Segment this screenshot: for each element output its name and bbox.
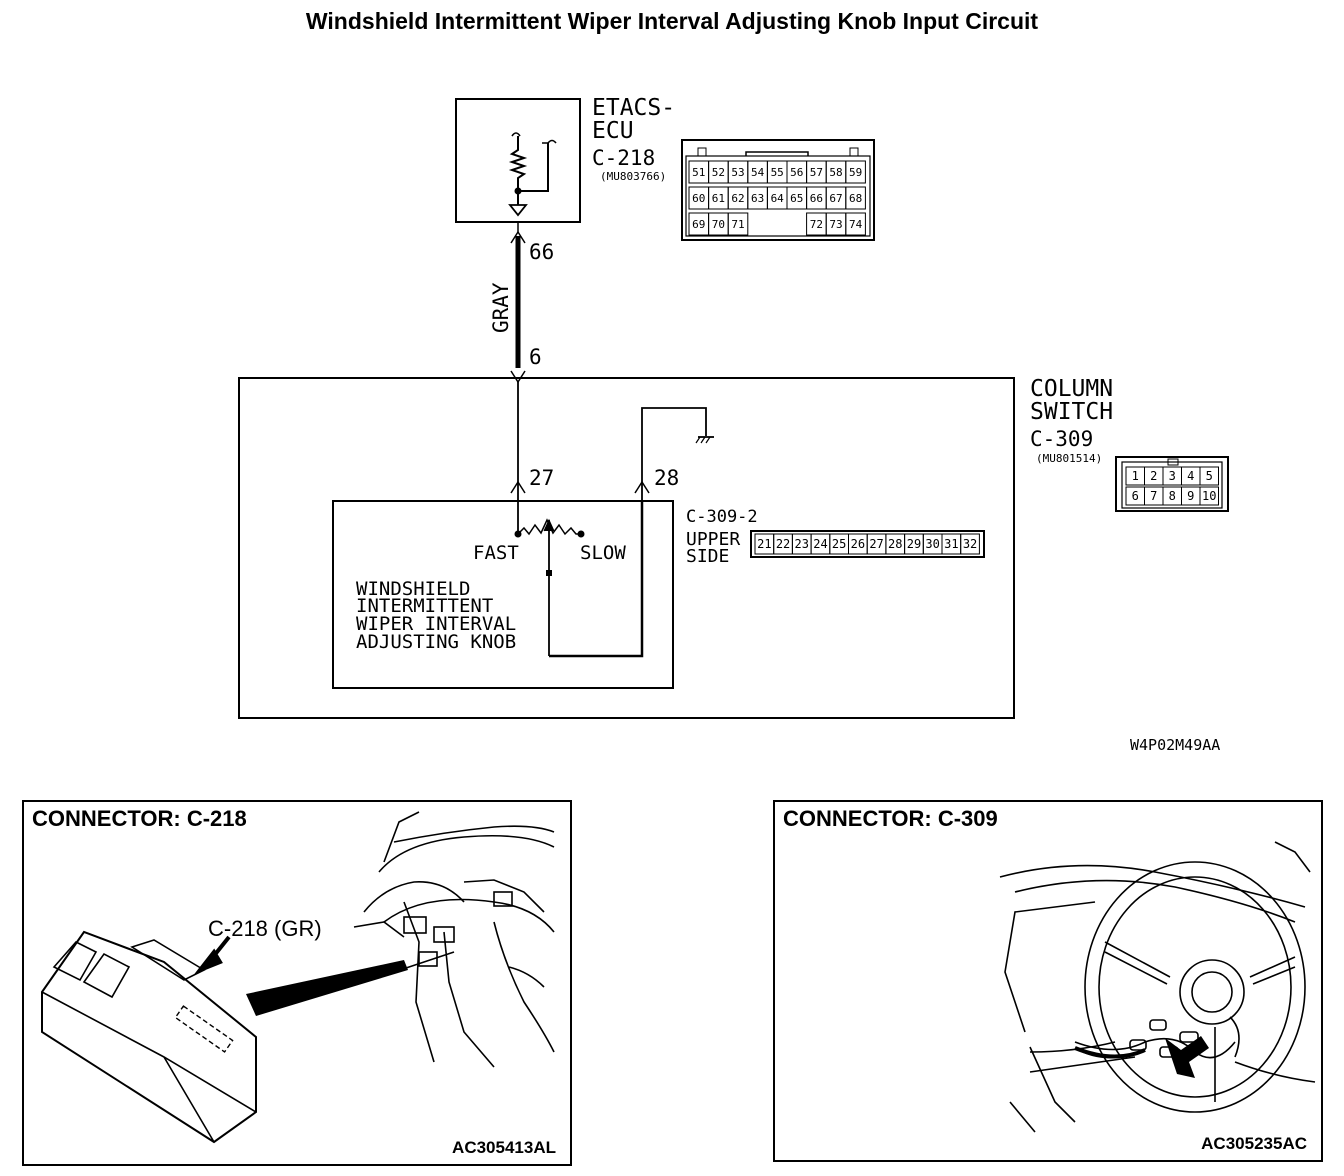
- ecu-part-number: (MU803766): [600, 170, 666, 183]
- c218-pin: 74: [849, 218, 863, 231]
- c309-pin: 9: [1187, 489, 1194, 503]
- wire-color-label: GRAY: [489, 282, 513, 333]
- c309-pin: 1: [1132, 469, 1139, 483]
- panel-code-c309: AC305235AC: [1201, 1134, 1307, 1153]
- c309-2-pin: 24: [813, 537, 827, 551]
- column-switch-name-line1: COLUMN: [1030, 376, 1113, 402]
- c218-pin: 57: [810, 166, 823, 179]
- c309-2-pin: 32: [963, 537, 977, 551]
- sub-connector-name: C-309-2: [686, 507, 758, 527]
- c218-pin: 62: [731, 192, 744, 205]
- c218-pin: 64: [771, 192, 785, 205]
- c218-pin-cell: [845, 160, 866, 184]
- wire-ecu-pin: 66: [529, 240, 554, 264]
- c218-pin: 72: [810, 218, 823, 231]
- c309-2-pin: 23: [795, 537, 809, 551]
- connector-panel-c309: CONNECTOR: C-309 AC3: [773, 800, 1323, 1162]
- c309-2-pin: 28: [888, 537, 902, 551]
- switch-pin-b: 28: [654, 466, 679, 490]
- c218-pin: 59: [849, 166, 862, 179]
- c309-2-pin: 29: [907, 537, 921, 551]
- c309-location-illustration: [999, 841, 1316, 1133]
- c218-pin: 54: [751, 166, 765, 179]
- c309-pin-cell: [1199, 486, 1219, 506]
- c218-pin: 58: [829, 166, 842, 179]
- knob-fast-label: FAST: [473, 542, 519, 564]
- c309-pin-cell: [1199, 466, 1219, 486]
- etacs-ecu-box: [455, 98, 581, 223]
- c218-callout-label: C-218 (GR): [208, 916, 322, 941]
- sub-connector-side-line1: UPPER: [686, 529, 740, 550]
- c309-pin: 4: [1187, 469, 1194, 483]
- c218-pin: 65: [790, 192, 803, 205]
- sub-connector-side-line2: SIDE: [686, 546, 729, 567]
- c218-pin: 53: [731, 166, 744, 179]
- ecu-name-line1: ETACS-: [592, 95, 675, 121]
- c309-2-pin: 30: [925, 537, 939, 551]
- c309-pin: 6: [1132, 489, 1139, 503]
- panel-title-c218: CONNECTOR: C-218: [32, 806, 247, 831]
- knob-box: [332, 500, 674, 689]
- c218-pin: 55: [771, 166, 784, 179]
- c309-2-pin: 26: [851, 537, 865, 551]
- c309-pin: 10: [1202, 489, 1216, 503]
- knob-name-line4: ADJUSTING KNOB: [356, 631, 516, 653]
- c218-pin: 71: [731, 218, 744, 231]
- c218-pin: 60: [692, 192, 705, 205]
- page-title: Windshield Intermittent Wiper Interval A…: [305, 8, 1039, 34]
- c218-pin: 66: [810, 192, 823, 205]
- knob-name-line3: WIPER INTERVAL: [356, 613, 516, 635]
- c218-pin: 63: [751, 192, 764, 205]
- c309-pin: 2: [1150, 469, 1157, 483]
- c309-2-pin: 25: [832, 537, 846, 551]
- c309-2-pin: 21: [757, 537, 771, 551]
- c218-pin-cell: [727, 212, 749, 236]
- c309-pin: 7: [1150, 489, 1157, 503]
- column-switch-connector-label: C-309: [1030, 427, 1093, 451]
- c218-pin-cell: [845, 186, 866, 210]
- c218-pin: 73: [829, 218, 842, 231]
- c309-pin: 3: [1169, 469, 1176, 483]
- c218-connector-face: 51 52 53 54 55 56 57 58 59 60 61 62 63 64 65 66 67 68 69 70…: [681, 139, 875, 241]
- gray-wire: [510, 222, 526, 384]
- wire-switch-pin: 6: [529, 345, 542, 369]
- c309-2-pin: 27: [869, 537, 883, 551]
- c309-pin: 8: [1169, 489, 1176, 503]
- c309-2-pin-cell: [960, 533, 980, 555]
- knob-name-line1: WINDSHIELD: [356, 578, 470, 600]
- connector-panel-c218: CONNECTOR: C-218: [22, 800, 572, 1166]
- column-switch-name-line2: SWITCH: [1030, 399, 1113, 425]
- knob-slow-label: SLOW: [580, 542, 626, 564]
- column-switch-part-number: (MU801514): [1036, 452, 1102, 465]
- knob-name-line2: INTERMITTENT: [356, 595, 493, 617]
- ecu-name-line2: ECU: [592, 118, 634, 144]
- c218-pin: 69: [692, 218, 705, 231]
- ecu-connector-label: C-218: [592, 146, 655, 170]
- switch-pin-a: 27: [529, 466, 554, 490]
- panel-title-c309: CONNECTOR: C-309: [783, 806, 998, 831]
- figure-code: W4P02M49AA: [1130, 736, 1220, 754]
- c218-pin: 51: [692, 166, 705, 179]
- c309-2-connector-face: 21 22 23 24 25 26 27 28 29 30 31 32: [750, 530, 985, 558]
- c218-pin: 56: [790, 166, 803, 179]
- column-switch-box: [238, 377, 1015, 719]
- c309-pin: 5: [1206, 469, 1213, 483]
- c218-pin: 61: [712, 192, 725, 205]
- c218-pin: 70: [712, 218, 725, 231]
- c218-pin: 52: [712, 166, 725, 179]
- c309-2-pin: 31: [944, 537, 958, 551]
- panel-code-c218: AC305413AL: [452, 1138, 556, 1157]
- switch-internal-wiring: [510, 382, 714, 533]
- c218-pin-cell: [845, 212, 866, 236]
- c218-pin: 68: [849, 192, 862, 205]
- c218-location-illustration: [41, 811, 555, 1144]
- c218-pin: 67: [829, 192, 842, 205]
- c309-2-pin: 22: [776, 537, 790, 551]
